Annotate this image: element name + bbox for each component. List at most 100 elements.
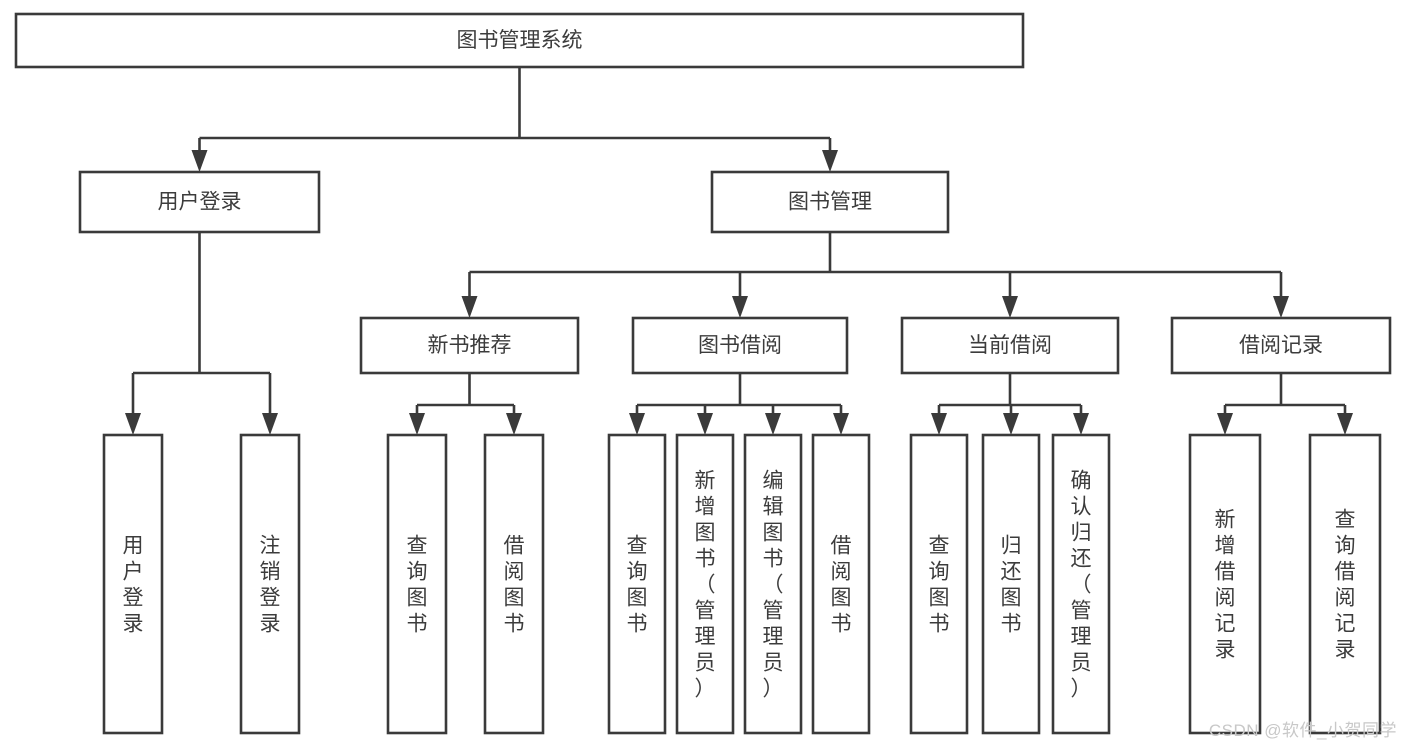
arrow-head-icon <box>1003 413 1019 435</box>
node-label-char: 记 <box>1335 613 1356 636</box>
node-label-char: 书 <box>504 613 525 636</box>
node-label-char: 户 <box>123 561 144 584</box>
node-box <box>1051 433 1111 735</box>
node-box <box>239 433 301 735</box>
node-label-char: 员 <box>695 652 716 675</box>
arrow-head-icon <box>833 413 849 435</box>
arrow-head-icon <box>765 413 781 435</box>
node-label-char: 管 <box>695 600 716 623</box>
node-label-char: 用 <box>123 535 144 558</box>
node-label-char: 理 <box>1071 626 1092 649</box>
node-label-char: 辑 <box>763 496 784 519</box>
arrow-head-icon <box>125 413 141 435</box>
arrow-head-icon <box>629 413 645 435</box>
arrow-head-icon <box>1217 413 1233 435</box>
node-图书借阅[interactable]: 图书借阅 <box>631 316 849 375</box>
node-label-char: 借 <box>1335 561 1356 584</box>
node-label-char: 还 <box>1071 548 1092 571</box>
node-box <box>14 12 1025 69</box>
node-label: 图书管理 <box>788 191 872 214</box>
node-box <box>102 433 164 735</box>
arrow-head-icon <box>461 296 478 318</box>
node-当前借阅[interactable]: 当前借阅 <box>900 316 1120 375</box>
arrow-head-icon <box>191 150 208 172</box>
node-label-char: 书 <box>1001 613 1022 636</box>
node-box <box>811 433 871 735</box>
arrow-head-icon <box>822 150 838 172</box>
node-label-char: 阅 <box>1215 587 1236 610</box>
node-label-char: 书 <box>929 613 950 636</box>
arrow-head-icon <box>732 296 748 318</box>
node-label-char: 借 <box>1215 561 1236 584</box>
arrow-head-icon <box>1337 413 1353 435</box>
arrow-head-icon <box>931 413 947 435</box>
node-label-char: 归 <box>1071 522 1092 545</box>
node-label-char: 记 <box>1215 613 1236 636</box>
node-label-char: 录 <box>123 613 144 636</box>
arrow-head-icon <box>1002 296 1018 318</box>
node-label-char: 注 <box>260 535 281 558</box>
arrow-head-icon <box>1073 413 1089 435</box>
node-label-char: 录 <box>1335 639 1356 662</box>
arrow-head-icon <box>1273 296 1289 318</box>
node-label-char: 查 <box>627 535 648 558</box>
node-label-char: 员 <box>763 652 784 675</box>
node-借阅记录[interactable]: 借阅记录 <box>1170 316 1392 375</box>
node-label-char: 管 <box>1071 600 1092 623</box>
node-label-char: 图 <box>1001 587 1022 610</box>
node-label-char: 查 <box>1335 509 1356 532</box>
node-用户登录[interactable]: 用户登录 <box>102 433 164 735</box>
node-label-char: 图 <box>763 522 784 545</box>
node-box <box>386 433 448 735</box>
node-label-char: （ <box>695 574 716 597</box>
node-用户登录[interactable]: 用户登录 <box>78 170 321 234</box>
node-label-char: 图 <box>407 587 428 610</box>
connectors-layer <box>125 67 1353 435</box>
node-label-char: 阅 <box>1335 587 1356 610</box>
node-label-char: 询 <box>407 561 428 584</box>
node-box <box>675 433 735 735</box>
node-label-char: 阅 <box>504 561 525 584</box>
node-label-char: 确 <box>1071 470 1092 493</box>
node-label-char: 录 <box>260 613 281 636</box>
node-label-char: 增 <box>695 496 716 519</box>
node-box <box>1308 433 1382 735</box>
node-label: 当前借阅 <box>968 334 1052 357</box>
node-label-char: ） <box>1071 678 1092 701</box>
node-图书管理系统[interactable]: 图书管理系统 <box>14 12 1025 69</box>
node-label-char: 借 <box>504 535 525 558</box>
node-label-char: ） <box>695 678 716 701</box>
node-label: 用户登录 <box>158 191 242 214</box>
node-label: 图书借阅 <box>698 334 782 357</box>
node-box <box>631 316 849 375</box>
node-label-char: 书 <box>695 548 716 571</box>
node-label-char: 图 <box>627 587 648 610</box>
node-图书管理[interactable]: 图书管理 <box>710 170 950 234</box>
node-新书推荐[interactable]: 新书推荐 <box>359 316 580 375</box>
node-label-char: 图 <box>929 587 950 610</box>
node-label-char: 书 <box>831 613 852 636</box>
node-box <box>743 433 803 735</box>
arrow-head-icon <box>262 413 278 435</box>
node-label-char: 归 <box>1001 535 1022 558</box>
node-label: 借阅记录 <box>1239 334 1323 357</box>
node-label-char: 员 <box>1071 652 1092 675</box>
node-label-char: 查 <box>929 535 950 558</box>
nodes-layer: 图书管理系统用户登录用户登录注销登录图书管理新书推荐查询图书借阅图书图书借阅查询… <box>14 12 1392 735</box>
node-label-char: 登 <box>260 587 281 610</box>
node-label-char: 借 <box>831 535 852 558</box>
node-label-char: 询 <box>627 561 648 584</box>
